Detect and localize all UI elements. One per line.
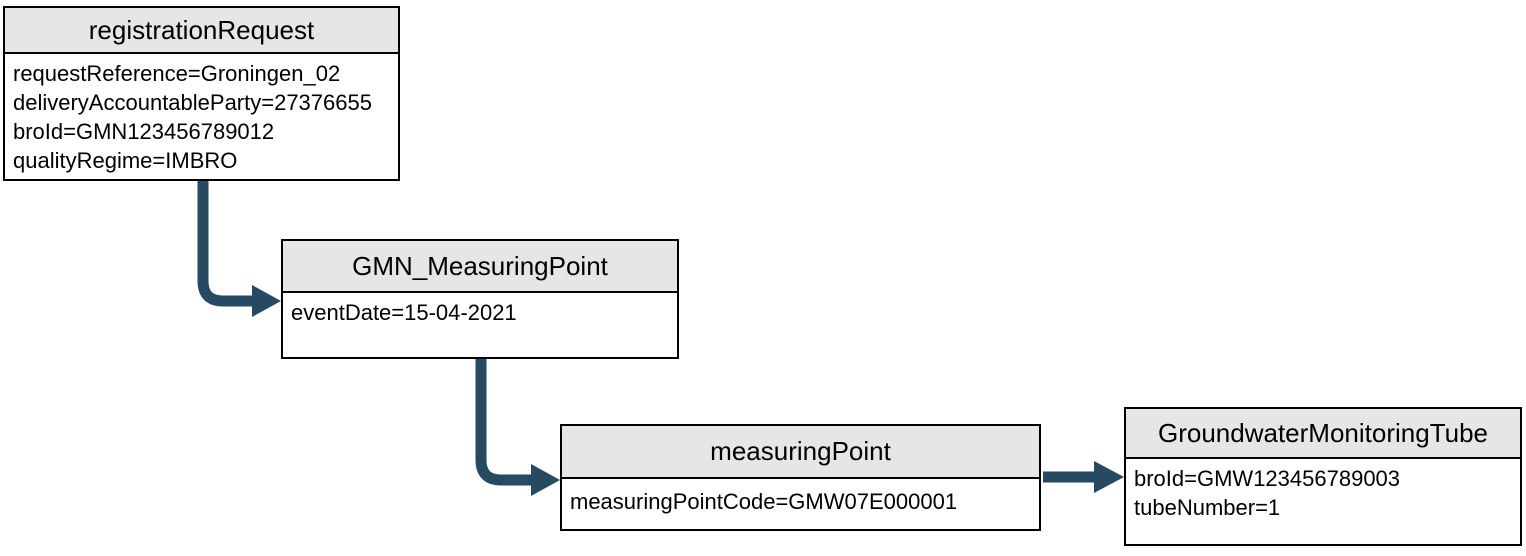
- attribute-delivery-accountable-party: deliveryAccountableParty=27376655: [13, 90, 372, 115]
- arrow-registrationrequest-to-gmn-measuringpoint: [197, 181, 281, 317]
- arrow-shaft: [475, 359, 531, 486]
- node-title: GroundwaterMonitoringTube: [1126, 409, 1520, 459]
- attribute-event-date: eventDate=15-04-2021: [291, 300, 517, 325]
- attribute-quality-regime: qualityRegime=IMBRO: [13, 148, 238, 173]
- node-title: measuringPoint: [562, 426, 1039, 479]
- attribute-tube-number: tubeNumber=1: [1134, 495, 1281, 520]
- arrow-gmn-measuringpoint-to-measuringpoint: [475, 359, 560, 496]
- node-title: GMN_MeasuringPoint: [283, 241, 677, 293]
- attribute-measuring-point-code: measuringPointCode=GMW07E000001: [570, 489, 958, 514]
- node-attributes: requestReference=Groningen_02 deliveryAc…: [5, 54, 398, 175]
- node-measuring-point: measuringPoint measuringPointCode=GMW07E…: [560, 424, 1041, 531]
- node-attributes: broId=GMW123456789003 tubeNumber=1: [1126, 459, 1520, 522]
- node-groundwater-monitoring-tube: GroundwaterMonitoringTube broId=GMW12345…: [1124, 407, 1522, 546]
- node-title: registrationRequest: [5, 8, 398, 54]
- node-attributes: measuringPointCode=GMW07E000001: [562, 479, 1039, 516]
- attribute-bro-id: broId=GMN123456789012: [13, 119, 275, 144]
- node-gmn-measuring-point: GMN_MeasuringPoint eventDate=15-04-2021: [281, 239, 679, 359]
- node-attributes: eventDate=15-04-2021: [283, 293, 677, 327]
- arrowhead-icon: [252, 285, 281, 317]
- arrow-shaft: [197, 181, 252, 307]
- arrow-measuringpoint-to-groundwatermonitoringtube: [1043, 461, 1124, 493]
- attribute-request-reference: requestReference=Groningen_02: [13, 61, 341, 86]
- node-registration-request: registrationRequest requestReference=Gro…: [3, 6, 400, 181]
- arrowhead-icon: [531, 464, 560, 496]
- arrowhead-icon: [1094, 461, 1124, 493]
- attribute-bro-id: broId=GMW123456789003: [1134, 466, 1401, 491]
